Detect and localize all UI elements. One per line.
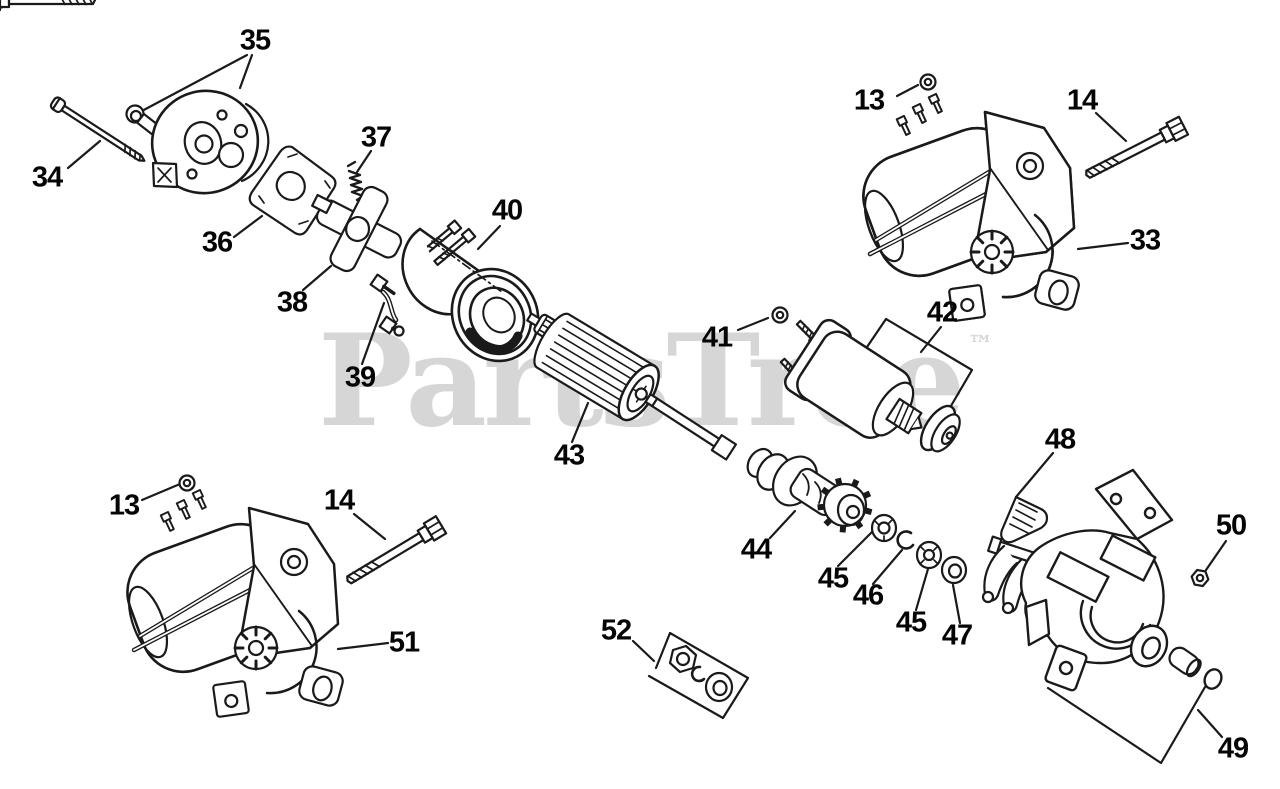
snap-ring-46-drawing (896, 530, 915, 550)
part-callout-14-8: 14 (1066, 84, 1098, 117)
part-callout-51-15: 51 (388, 626, 420, 659)
brush-bracket-39-drawing (369, 273, 405, 337)
part-callout-13-7: 13 (853, 84, 885, 117)
end-cap-35-drawing (150, 89, 270, 195)
pinion-gear-44-drawing (746, 447, 873, 533)
nut-50-drawing (1190, 568, 1210, 588)
spring-37-drawing (346, 160, 365, 202)
part-callout-49-23: 49 (1217, 732, 1249, 765)
trademark-symbol: ™ (967, 330, 993, 359)
kit-52-drawing (668, 644, 734, 703)
kit-52-washer (704, 671, 734, 703)
gasket-36-drawing (248, 145, 337, 236)
part-callout-45-19: 45 (895, 606, 927, 639)
part-callout-36-2: 36 (201, 226, 233, 259)
part-callout-33-9: 33 (1129, 224, 1161, 257)
part-callout-13-13: 13 (108, 489, 140, 522)
solenoid-42-drawing (779, 318, 961, 453)
part-callout-38-4: 38 (276, 286, 308, 319)
collar-45b-drawing (915, 540, 943, 570)
part-callout-48-21: 48 (1044, 423, 1076, 456)
part-callout-52-24: 52 (600, 614, 632, 647)
part-callout-41-10: 41 (701, 321, 733, 354)
part-callout-42-11: 42 (926, 296, 958, 329)
stop-collar-45a-drawing (870, 513, 898, 543)
part-callout-40-6: 40 (491, 194, 523, 227)
part-callout-46-18: 46 (852, 579, 884, 612)
through-bolt-34-drawing (49, 96, 146, 162)
leader-lines (66, 53, 1228, 739)
group-bracket-52 (647, 631, 750, 720)
field-housing-40-drawing (401, 227, 540, 363)
part-callout-43-12: 43 (553, 439, 585, 472)
part-callout-50-22: 50 (1215, 509, 1247, 542)
part-callout-39-5: 39 (344, 361, 376, 394)
drive-plate-38-drawing (311, 185, 403, 273)
drive-end-housing-drawing (1019, 468, 1174, 692)
kit-52-hex-washer (668, 644, 698, 674)
part-callout-37-3: 37 (360, 121, 392, 154)
armature-43-drawing (526, 312, 738, 461)
part-callout-34-1: 34 (31, 161, 63, 194)
part-callout-45-17: 45 (817, 562, 849, 595)
pin-49-drawing (1168, 646, 1223, 690)
part-callout-47-20: 47 (941, 619, 973, 652)
part-callout-35-0: 35 (239, 24, 271, 57)
o-ring-49-drawing (1203, 668, 1223, 690)
part-callout-44-16: 44 (740, 533, 772, 566)
washer-47-drawing (940, 555, 968, 585)
group-bracket-49 (1046, 685, 1207, 765)
kit-52-c-ring (690, 665, 706, 683)
part-callout-14-14: 14 (323, 484, 355, 517)
group-bracket-42 (865, 317, 974, 413)
